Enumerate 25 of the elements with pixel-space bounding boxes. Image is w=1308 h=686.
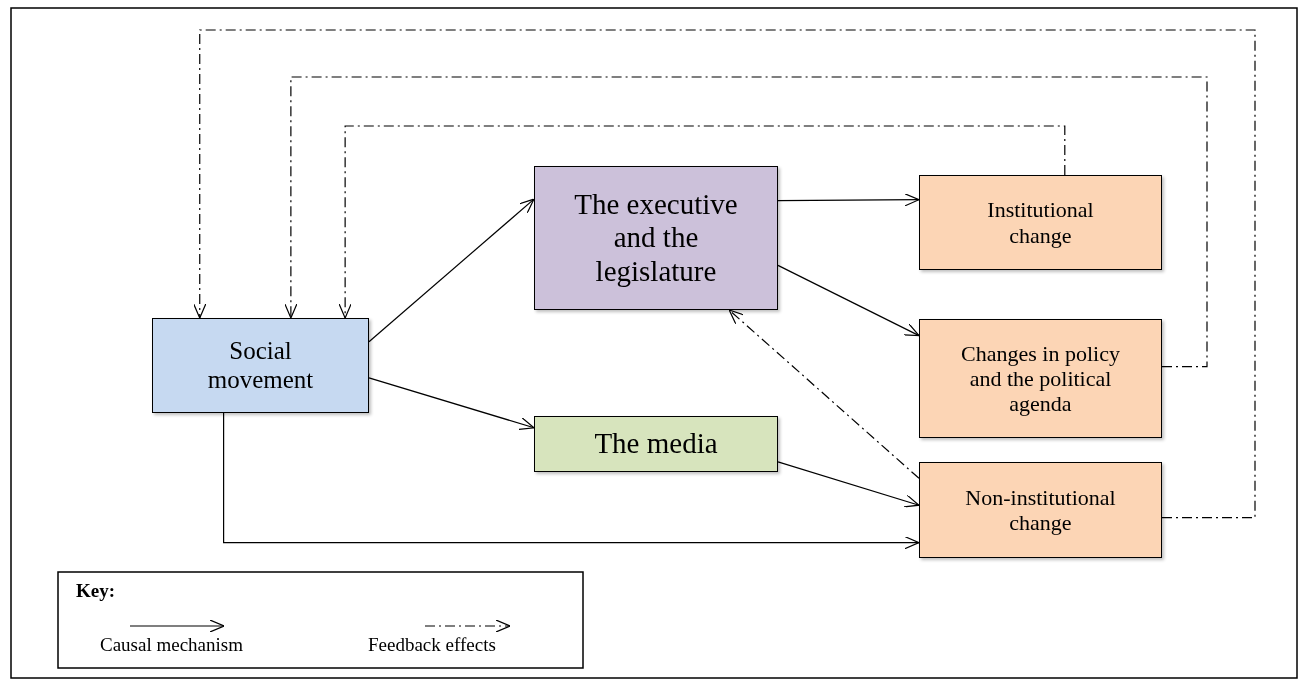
legend-label: Causal mechanism [100, 634, 243, 656]
process-box [919, 319, 1162, 438]
process-box [152, 318, 369, 413]
feedback-arrow [284, 76, 1208, 368]
box-label: Institutional change [986, 197, 1095, 248]
arrow [777, 193, 920, 207]
arrow [777, 264, 920, 337]
box-label: The media [594, 427, 718, 461]
box-label: Changes in policy and the political agenda [960, 340, 1121, 417]
box-label: Social movement [206, 336, 315, 395]
arrow [777, 461, 920, 508]
feedback-arrow [193, 29, 1256, 519]
arrow [368, 198, 535, 343]
process-box [534, 166, 778, 310]
box-label: Non-institutional change [964, 484, 1117, 536]
arrow [368, 377, 535, 431]
process-box [534, 416, 778, 472]
feedback-arrow [728, 309, 920, 479]
feedback-arrow [338, 125, 1066, 319]
process-box [919, 175, 1162, 270]
legend-label: Feedback effects [368, 634, 496, 656]
box-label: The executive and the legislature [573, 188, 739, 288]
arrow [223, 412, 920, 550]
key-heading: Key: [76, 580, 116, 602]
process-box [919, 462, 1162, 558]
